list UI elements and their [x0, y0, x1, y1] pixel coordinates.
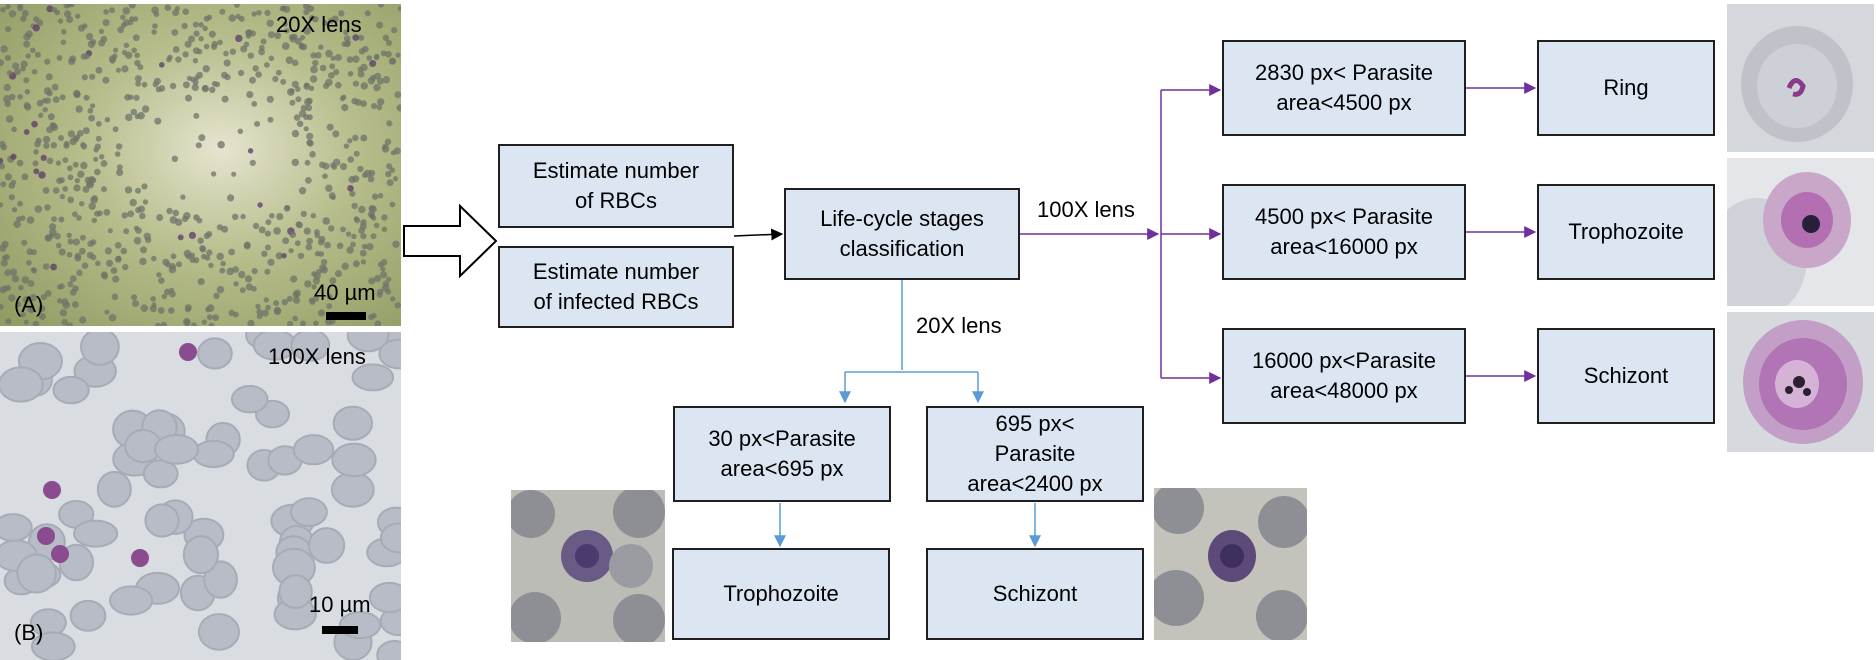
node-trophozoite-20x: Trophozoite: [672, 548, 890, 640]
thumb-schizont-20x: [1154, 488, 1307, 640]
panel-a-lens-label: 20X lens: [276, 12, 362, 37]
node-range-schizont-100x: 16000 px<Parasite area<48000 px: [1222, 328, 1466, 424]
node-ring: Ring: [1537, 40, 1715, 136]
thumb-ring: [1727, 4, 1874, 152]
panel-a-letter: (A): [14, 292, 44, 317]
edge-label-20x: 20X lens: [916, 313, 1002, 338]
node-range-trophozoite-100x: 4500 px< Parasite area<16000 px: [1222, 184, 1466, 280]
panel-b-scale-bar: [322, 626, 358, 634]
big-hollow-arrow: [403, 203, 498, 279]
thumb-schizont: [1727, 312, 1874, 452]
node-estimate-infected-rbcs: Estimate number of infected RBCs: [498, 246, 734, 328]
rbc-field-100x: [0, 332, 401, 660]
node-range-trophozoite-20x: 30 px<Parasite area<695 px: [673, 406, 891, 502]
branch-20x: [774, 280, 1041, 548]
node-trophozoite-100x: Trophozoite: [1537, 184, 1715, 280]
node-schizont-20x: Schizont: [926, 548, 1144, 640]
thumb-trophozoite: [1727, 158, 1874, 306]
panel-b-lens-label: 100X lens: [268, 344, 366, 369]
panel-b-scale-label: 10 µm: [309, 592, 371, 617]
node-schizont-100x: Schizont: [1537, 328, 1715, 424]
rbc-field-20x: [0, 4, 401, 326]
micrograph-20x: 20X lens (A) 40 µm: [0, 4, 401, 326]
panel-a-scale-label: 40 µm: [314, 280, 376, 305]
edge-label-100x: 100X lens: [1037, 197, 1135, 222]
panel-b-letter: (B): [14, 620, 44, 645]
node-range-schizont-20x: 695 px< Parasite area<2400 px: [926, 406, 1144, 502]
thumb-trophozoite-20x: [511, 490, 665, 642]
node-range-ring: 2830 px< Parasite area<4500 px: [1222, 40, 1466, 136]
node-estimate-rbcs: Estimate number of RBCs: [498, 144, 734, 228]
arrow-estimate-to-lifecycle: [733, 228, 784, 241]
panel-a-scale-bar: [326, 312, 366, 320]
micrograph-100x: 100X lens (B) 10 µm: [0, 332, 401, 660]
node-lifecycle-classification: Life-cycle stages classification: [784, 188, 1020, 280]
branch-100x: [1020, 82, 1537, 384]
